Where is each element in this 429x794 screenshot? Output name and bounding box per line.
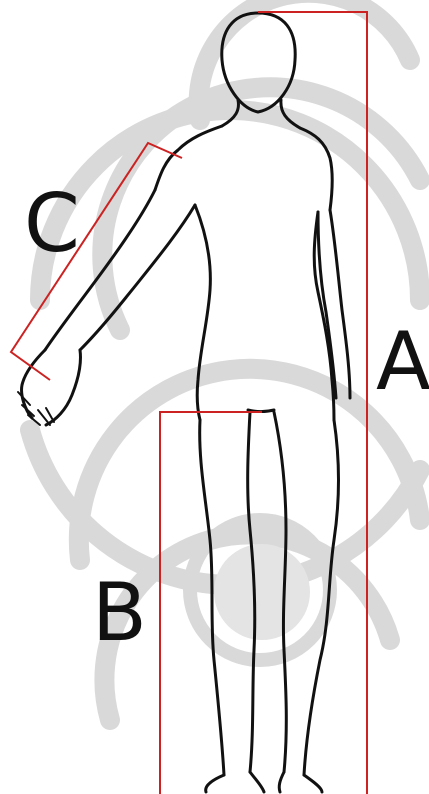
torso-left [195, 205, 210, 420]
foot-right [279, 772, 322, 792]
watermark-dot [214, 544, 310, 640]
foot-left [206, 772, 264, 792]
hand-left-fingers [18, 392, 54, 425]
measure-label-b: B [92, 573, 147, 653]
measure-label-a: A [376, 322, 429, 402]
measure-label-c: C [24, 184, 80, 264]
